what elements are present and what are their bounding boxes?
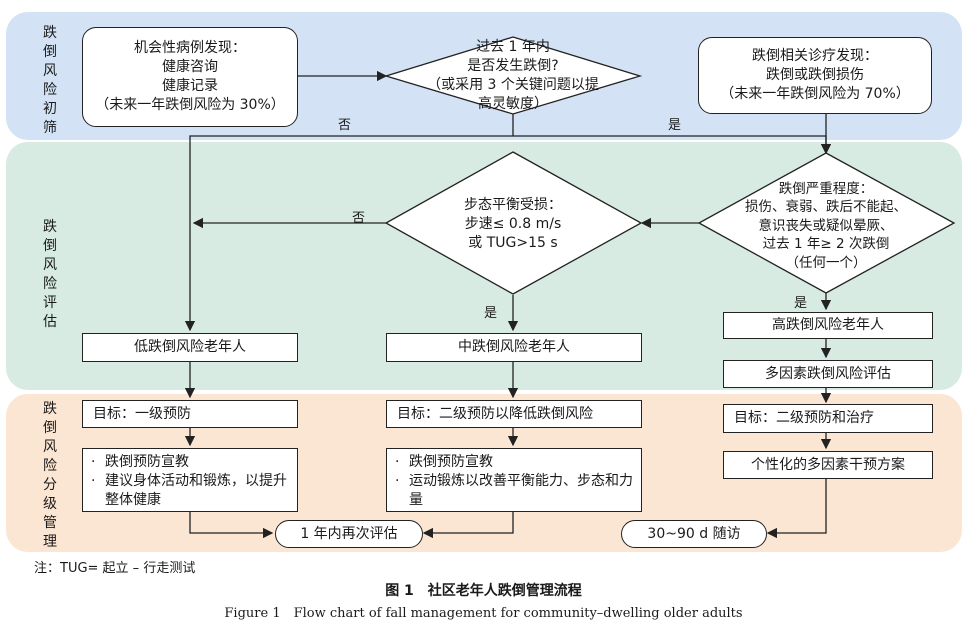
goal-mid-box: 目标：二级预防以降低跌倒风险 [386, 400, 642, 428]
fall-related-finding-box: 跌倒相关诊疗发现： 跌倒或跌倒损伤 （未来一年跌倒风险为 70%） [698, 37, 932, 114]
goal-high-box: 目标：二级预防和治疗 [723, 404, 933, 433]
gait-balance-text: 步态平衡受损： 步速≤ 0.8 m/s 或 TUG>15 s [464, 196, 562, 251]
fall-question-diamond [383, 36, 643, 115]
low-risk-box: 低跌倒风险老年人 [82, 333, 298, 362]
list-item: ·跌倒预防宣教 [91, 454, 189, 470]
multifactor-assessment-box: 多因素跌倒风险评估 [723, 360, 933, 388]
edge-label-no: 否 [338, 118, 352, 133]
band-label-screening: 跌倒风险初筛 [43, 25, 57, 136]
list-item: ·建议身体活动和锻炼，以提升整体健康 [91, 473, 287, 508]
fall-severity-text: 跌倒严重程度： 损伤、衰弱、跌后不能起、 意识丧失或疑似晕厥、 过去 1 年≥ … [745, 180, 907, 271]
figure-caption-en: Figure 1 Flow chart of fall management f… [224, 606, 743, 621]
fall-question-text: 过去 1 年内 是否发生跌倒? （或采用 3 个关键问题以提 高灵敏度） [427, 39, 599, 112]
high-risk-box: 高跌倒风险老年人 [723, 312, 933, 339]
severity-diamond [697, 152, 956, 294]
edge-label-gait-no: 否 [352, 211, 366, 226]
list-item: ·跌倒预防宣教 [395, 454, 493, 470]
gait-diamond [384, 151, 643, 295]
low-risk-actions-box: ·跌倒预防宣教 ·建议身体活动和锻炼，以提升整体健康 [82, 448, 298, 512]
edge-label-yes: 是 [668, 118, 682, 133]
opportunistic-finding-box: 机会性病例发现： 健康咨询 健康记录 （未来一年跌倒风险为 30%） [82, 27, 298, 127]
band-label-management: 跌倒风险分级管理 [43, 401, 57, 550]
edge-label-gait-yes: 是 [484, 306, 498, 321]
mid-risk-box: 中跌倒风险老年人 [386, 333, 642, 362]
edge-label-severity-yes: 是 [794, 296, 808, 311]
reassess-pill: 1 年内再次评估 [275, 520, 423, 548]
goal-low-box: 目标：一级预防 [82, 400, 298, 428]
footnote: 注：TUG= 起立 – 行走测试 [34, 561, 196, 576]
mid-risk-actions-box: ·跌倒预防宣教 ·运动锻炼以改善平衡能力、步态和力量 [386, 448, 642, 512]
followup-pill: 30~90 d 随访 [621, 520, 767, 548]
band-label-assessment: 跌倒风险评估 [43, 219, 57, 330]
list-item: ·运动锻炼以改善平衡能力、步态和力量 [395, 473, 633, 508]
individualized-plan-box: 个性化的多因素干预方案 [723, 451, 933, 479]
figure-caption-cn: 图 1 社区老年人跌倒管理流程 [385, 583, 582, 599]
